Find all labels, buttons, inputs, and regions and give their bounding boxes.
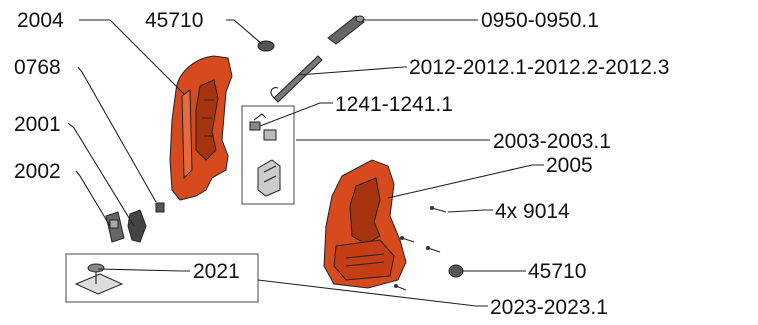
label-45710-top: 45710 (145, 9, 203, 32)
switch-part (127, 209, 147, 243)
knob-bottom-part (448, 264, 464, 278)
small-part-0768 (155, 202, 165, 213)
screw-parts (394, 206, 447, 291)
label-45710-bottom: 45710 (528, 260, 586, 283)
label-2021: 2021 (193, 260, 240, 283)
label-0768: 0768 (14, 56, 61, 79)
terminal-group-box (241, 105, 295, 205)
terminal-block-part (257, 159, 281, 197)
label-2002: 2002 (14, 160, 61, 183)
label-2003: 2003-2003.1 (493, 130, 611, 153)
clip-part (249, 113, 277, 141)
label-0950: 0950-0950.1 (481, 9, 599, 32)
rod-part (270, 55, 323, 103)
label-2012: 2012-2012.1-2012.2-2012.3 (409, 56, 669, 79)
button-part (105, 211, 125, 243)
housing-right-part (323, 159, 407, 289)
label-1241: 1241-1241.1 (335, 93, 453, 116)
part-2021-box (65, 253, 259, 303)
label-2023: 2023-2023.1 (490, 296, 608, 319)
label-2004: 2004 (17, 9, 64, 32)
tube-part (327, 15, 365, 45)
housing-left-part (169, 55, 233, 201)
label-9014: 4x 9014 (495, 200, 570, 223)
label-2001: 2001 (14, 113, 61, 136)
label-2005: 2005 (546, 154, 593, 177)
leader-lines (67, 19, 544, 307)
part-2021 (74, 263, 124, 295)
